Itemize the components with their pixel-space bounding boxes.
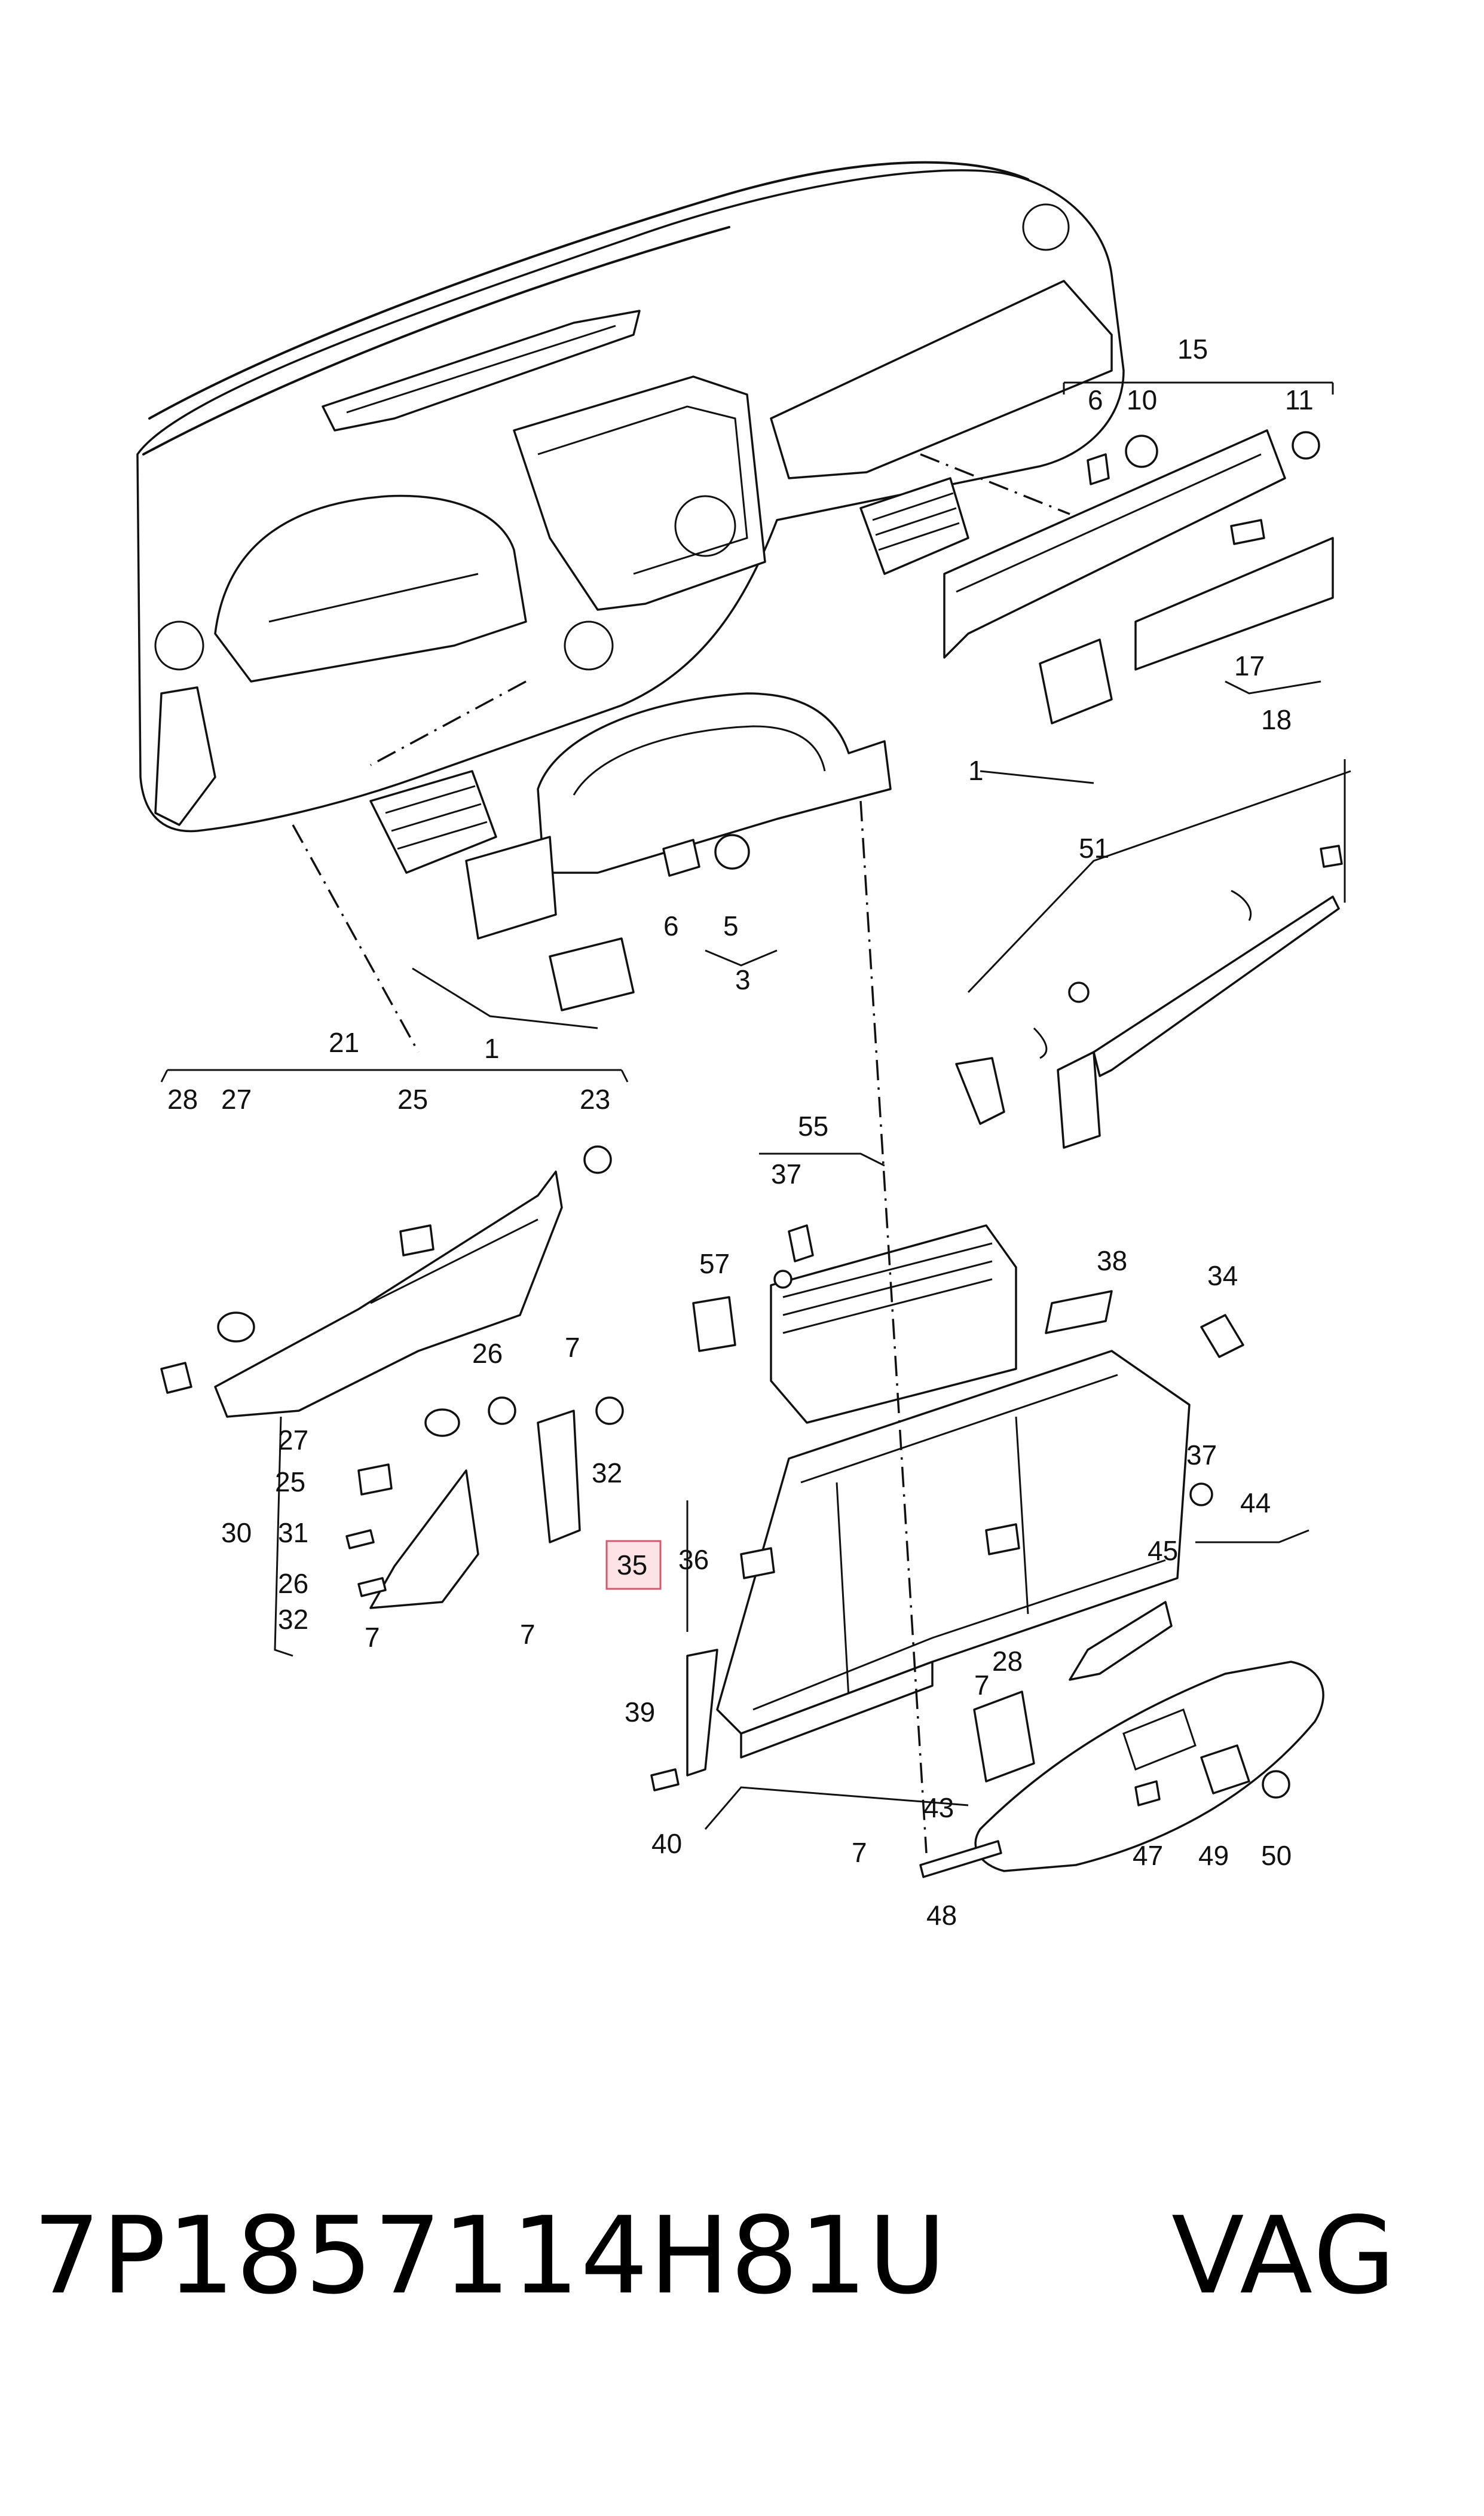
callout-26a: 26 <box>472 1338 503 1369</box>
callout-7e: 7 <box>852 1837 867 1868</box>
footer: 7P1857114H81U VAG <box>0 2194 1484 2331</box>
callout-5: 5 <box>723 910 739 941</box>
callout-57: 57 <box>699 1248 730 1279</box>
dashboard-panel <box>136 161 1125 833</box>
callout-32b: 32 <box>278 1604 308 1635</box>
cluster-trim-panel <box>465 692 892 1011</box>
callout-37b: 37 <box>1186 1439 1217 1471</box>
callout-3: 3 <box>735 964 751 995</box>
callout-25b: 25 <box>275 1466 305 1497</box>
callout-11: 11 <box>1285 384 1314 415</box>
callout-15: 15 <box>1177 334 1208 365</box>
callout-6a: 6 <box>663 910 679 941</box>
lower-left-trim <box>160 1145 612 1418</box>
glove-box-lid <box>974 1601 1324 1872</box>
callout-35: 35 <box>617 1549 647 1580</box>
callout-31: 31 <box>278 1517 308 1548</box>
callout-26b: 26 <box>278 1568 308 1599</box>
passenger-trim-panel <box>943 429 1334 724</box>
knee-bolster-trim <box>345 1396 624 1609</box>
callout-7c: 7 <box>520 1619 536 1650</box>
callout-28b: 28 <box>992 1646 1023 1677</box>
glove-box-latch-parts <box>650 1270 1290 1878</box>
callout-32a: 32 <box>592 1457 622 1488</box>
callout-50: 50 <box>1261 1840 1292 1871</box>
callout-21: 21 <box>329 1027 359 1058</box>
callout-45: 45 <box>1148 1535 1178 1566</box>
glove-box-housing <box>716 1350 1191 1759</box>
callout-17: 17 <box>1234 650 1265 681</box>
brand-label: VAG <box>1171 2194 1398 2318</box>
callout-10: 10 <box>1127 384 1157 415</box>
callout-28a: 28 <box>167 1084 198 1115</box>
callout-30: 30 <box>221 1517 252 1548</box>
callout-39: 39 <box>625 1696 655 1728</box>
callout-47: 47 <box>1133 1840 1163 1871</box>
callout-34: 34 <box>1207 1260 1238 1291</box>
callout-49: 49 <box>1198 1840 1229 1871</box>
callout-43: 43 <box>923 1792 954 1823</box>
callout-27a: 27 <box>221 1084 252 1115</box>
callout-25a: 25 <box>397 1084 428 1115</box>
callout-6b: 6 <box>1088 384 1103 415</box>
callout-38: 38 <box>1097 1245 1127 1276</box>
part-number: 7P1857114H81U <box>33 2194 947 2318</box>
callout-18: 18 <box>1261 704 1292 735</box>
callout-7b: 7 <box>365 1622 380 1653</box>
callout-1b: 1 <box>484 1033 500 1064</box>
callout-23: 23 <box>580 1084 610 1115</box>
support-bracket <box>955 845 1343 1149</box>
callout-55: 55 <box>798 1111 828 1142</box>
left-air-vent <box>369 770 497 874</box>
callout-1a: 1 <box>968 755 984 786</box>
callout-37a: 37 <box>771 1158 801 1190</box>
callout-7d: 7 <box>974 1670 990 1701</box>
callout-48: 48 <box>926 1900 957 1931</box>
callout-40: 40 <box>651 1828 682 1859</box>
highlighted-callout-box <box>605 1540 662 1590</box>
leader-lines <box>160 381 1351 1830</box>
callout-44: 44 <box>1240 1487 1271 1518</box>
callout-7a: 7 <box>565 1332 580 1363</box>
callout-36: 36 <box>678 1544 709 1575</box>
callout-51: 51 <box>1079 833 1109 864</box>
callout-27b: 27 <box>278 1424 308 1456</box>
callout-labels: 1 1 3 5 6 6 7 7 7 7 7 10 11 15 17 18 21 … <box>167 334 1314 1931</box>
assembly-guide-lines <box>292 453 1070 1854</box>
